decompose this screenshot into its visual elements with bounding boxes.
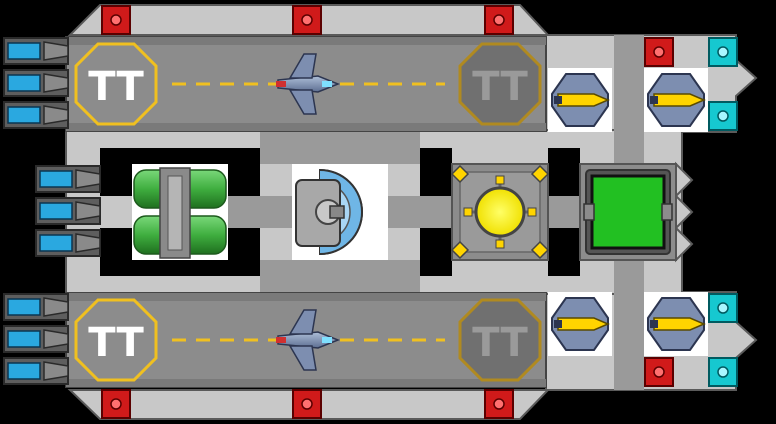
reactor-room[interactable] <box>292 164 388 260</box>
thrusters <box>3 37 101 385</box>
fighter-ship[interactable] <box>276 53 341 115</box>
red-turret[interactable] <box>101 389 131 419</box>
thruster[interactable] <box>3 325 69 353</box>
thruster[interactable] <box>35 165 101 193</box>
thruster[interactable] <box>3 37 69 65</box>
fighter-ship[interactable] <box>276 309 341 371</box>
red-turret[interactable] <box>484 5 514 35</box>
cannon-turret[interactable] <box>548 68 612 132</box>
cyan-turret[interactable] <box>708 37 738 67</box>
red-turrets <box>101 5 674 419</box>
red-turret[interactable] <box>484 389 514 419</box>
landing-pad-left[interactable]: TT <box>74 298 158 382</box>
thruster[interactable] <box>3 293 69 321</box>
cannon-turret[interactable] <box>644 68 708 132</box>
pad-label: TT <box>472 64 528 110</box>
pad-label: TT <box>472 320 528 366</box>
control-panel-room[interactable] <box>579 163 677 261</box>
landing-pad-right[interactable]: TT <box>458 298 542 382</box>
pad-label: TT <box>88 64 144 110</box>
cannon-turret[interactable] <box>644 292 708 356</box>
shield-core-icon <box>474 186 526 238</box>
red-turret[interactable] <box>644 357 674 387</box>
red-turret[interactable] <box>292 5 322 35</box>
pad-label: TT <box>88 320 144 366</box>
hangar-top: TT TT <box>65 36 547 132</box>
thruster[interactable] <box>35 197 101 225</box>
red-turret[interactable] <box>101 5 131 35</box>
thruster[interactable] <box>3 357 69 385</box>
shield-core-room[interactable] <box>450 163 550 261</box>
thruster[interactable] <box>3 69 69 97</box>
cyan-turrets <box>708 37 738 387</box>
cannon-turret[interactable] <box>548 292 612 356</box>
landing-pad-right[interactable]: TT <box>458 42 542 126</box>
thruster[interactable] <box>3 101 69 129</box>
cyan-turret[interactable] <box>708 293 738 323</box>
landing-pad-left[interactable]: TT <box>74 42 158 126</box>
cannon-turrets <box>548 68 708 356</box>
thruster[interactable] <box>35 229 101 257</box>
cyan-turret[interactable] <box>708 357 738 387</box>
fuel-tanks-room[interactable] <box>132 164 228 260</box>
corridors <box>228 35 644 390</box>
red-turret[interactable] <box>292 389 322 419</box>
cyan-turret[interactable] <box>708 101 738 131</box>
red-turret[interactable] <box>644 37 674 67</box>
hangar-bottom: TT TT <box>65 292 547 388</box>
